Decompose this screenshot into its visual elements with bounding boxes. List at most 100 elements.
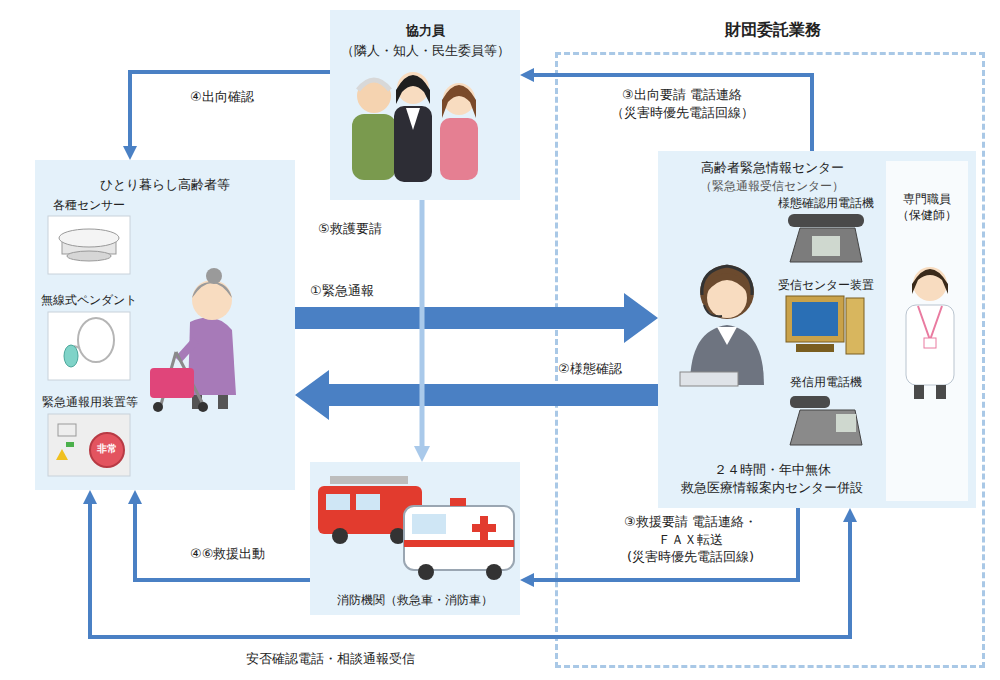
operator — [680, 265, 764, 386]
elderly-woman-part — [178, 340, 196, 360]
nurse-part — [913, 267, 947, 301]
helper-people-part — [440, 118, 478, 180]
node-title: 専門職員 （保健師） — [886, 191, 968, 223]
item-label: 発信用電話機 — [770, 374, 882, 390]
operator-part — [680, 372, 738, 386]
connector — [90, 500, 850, 637]
helper-people-part — [443, 83, 475, 115]
helper-people — [352, 72, 478, 182]
ambulance-part — [404, 540, 514, 547]
fire-dept-box: 消防機関（救急車・消防車） — [310, 462, 520, 615]
fire-truck-part — [326, 494, 350, 510]
telephone-2 — [790, 396, 862, 445]
elderly-woman-part — [198, 402, 208, 412]
edge-label: ⑤救護要請 — [318, 220, 414, 238]
emergency-device-image-part — [90, 433, 124, 467]
telephone-1-part — [790, 228, 862, 262]
edge-label: ①緊急通報 — [310, 282, 400, 300]
sensor-image-part — [59, 229, 119, 247]
node-title: 協力員 — [330, 22, 520, 40]
reception-computer-part — [796, 344, 834, 352]
fire-truck-part — [356, 494, 380, 510]
node-title: 消防機関（救急車・消防車） — [310, 592, 520, 608]
node-title: ひとり暮らし高齢者等 — [35, 176, 295, 194]
nurse-part — [914, 385, 924, 399]
ambulance-part — [418, 564, 434, 580]
fire-truck-part — [390, 528, 406, 544]
reception-computer-part — [846, 298, 864, 354]
elderly-woman-part — [192, 282, 232, 298]
operator-part — [717, 327, 737, 345]
emergency-device-image-part — [66, 442, 74, 447]
helper-people-part — [358, 80, 390, 90]
elderly-woman-part — [150, 368, 194, 398]
nurse-part — [906, 305, 954, 385]
emergency-device-image-part — [48, 414, 130, 476]
node-text: ２４時間・年中無休 救急医療情報案内センター併設 — [658, 461, 886, 496]
elderly-woman-part — [153, 402, 163, 412]
thick-arrow — [295, 293, 658, 343]
pendant-image-part — [48, 312, 130, 380]
helper-people-part — [442, 85, 476, 118]
sensor-image-part — [48, 216, 130, 274]
nurse-part — [924, 338, 936, 348]
ambulance-part — [472, 516, 496, 540]
outsourced-region: 財団委託業務高齢者緊急情報センター（緊急通報受信センター）２４時間・年中無休 救… — [555, 52, 985, 668]
connector — [420, 200, 425, 451]
telephone-2-part — [836, 414, 856, 432]
telephone-1-part — [788, 214, 864, 227]
node-title: 高齢者緊急情報センター — [658, 159, 886, 177]
connector — [130, 72, 330, 150]
node-text: （隣人・知人・民生委員等） — [330, 42, 520, 60]
sensor-image-part — [62, 238, 116, 254]
operator-part — [707, 273, 747, 292]
sensor-image — [48, 216, 130, 274]
edge-label: ③救援要請 電話連絡・ＦＡＸ転送 (災害時優先電話回線) — [603, 513, 778, 566]
ambulance-part — [412, 514, 446, 534]
operator-part — [690, 325, 764, 385]
nurse-part — [936, 385, 946, 399]
reception-computer-part — [786, 296, 844, 342]
helper-people-part — [406, 108, 420, 130]
sensor-image-part — [67, 251, 111, 261]
item-label: 無線式ペンダント — [36, 292, 142, 308]
item-label: 各種センサー — [44, 197, 134, 213]
helper-people-part — [352, 114, 396, 180]
edge-label: ④出向確認 — [190, 88, 290, 106]
fire-truck-part — [330, 476, 408, 484]
telephone-2-part — [790, 410, 862, 445]
ambulance — [404, 498, 514, 580]
edge-label: ③出向要請 電話連絡（災害時優先電話回線） — [562, 86, 802, 121]
pendant-image-part — [64, 345, 78, 367]
ambulance-part — [486, 564, 502, 580]
thick-arrow — [295, 370, 658, 420]
edge-label: ②様態確認 — [558, 360, 648, 378]
elderly-woman-part — [206, 268, 222, 284]
node-text: （緊急通報受信センター） — [658, 178, 886, 194]
emergency-device-image-part — [56, 449, 68, 460]
button-label: 非常 — [92, 442, 122, 456]
item-label: 緊急通報用装置等 — [34, 394, 146, 410]
operator-part — [702, 266, 752, 295]
fire-truck — [318, 476, 422, 544]
emergency-device-image — [48, 414, 130, 476]
fire-truck-part — [318, 486, 422, 534]
connector — [530, 75, 812, 151]
pendant-image-part — [78, 318, 114, 362]
elderly-woman-part — [192, 280, 232, 320]
emergency-device-image-part — [58, 424, 76, 436]
staff-box: 専門職員 （保健師） — [886, 161, 968, 501]
pendant-image — [48, 312, 130, 380]
ambulance-part — [450, 498, 466, 506]
elderly-woman-part — [188, 318, 236, 396]
elderly-woman — [150, 268, 236, 412]
nurse — [906, 267, 954, 399]
item-label: 受信センター装置 — [770, 277, 882, 293]
helper-box: 協力員 （隣人・知人・民生委員等） — [330, 10, 520, 200]
nurse-part — [912, 269, 948, 294]
elderly-woman-part — [218, 395, 228, 409]
helper-people-part — [397, 72, 429, 104]
pendant-image-part — [74, 346, 80, 348]
